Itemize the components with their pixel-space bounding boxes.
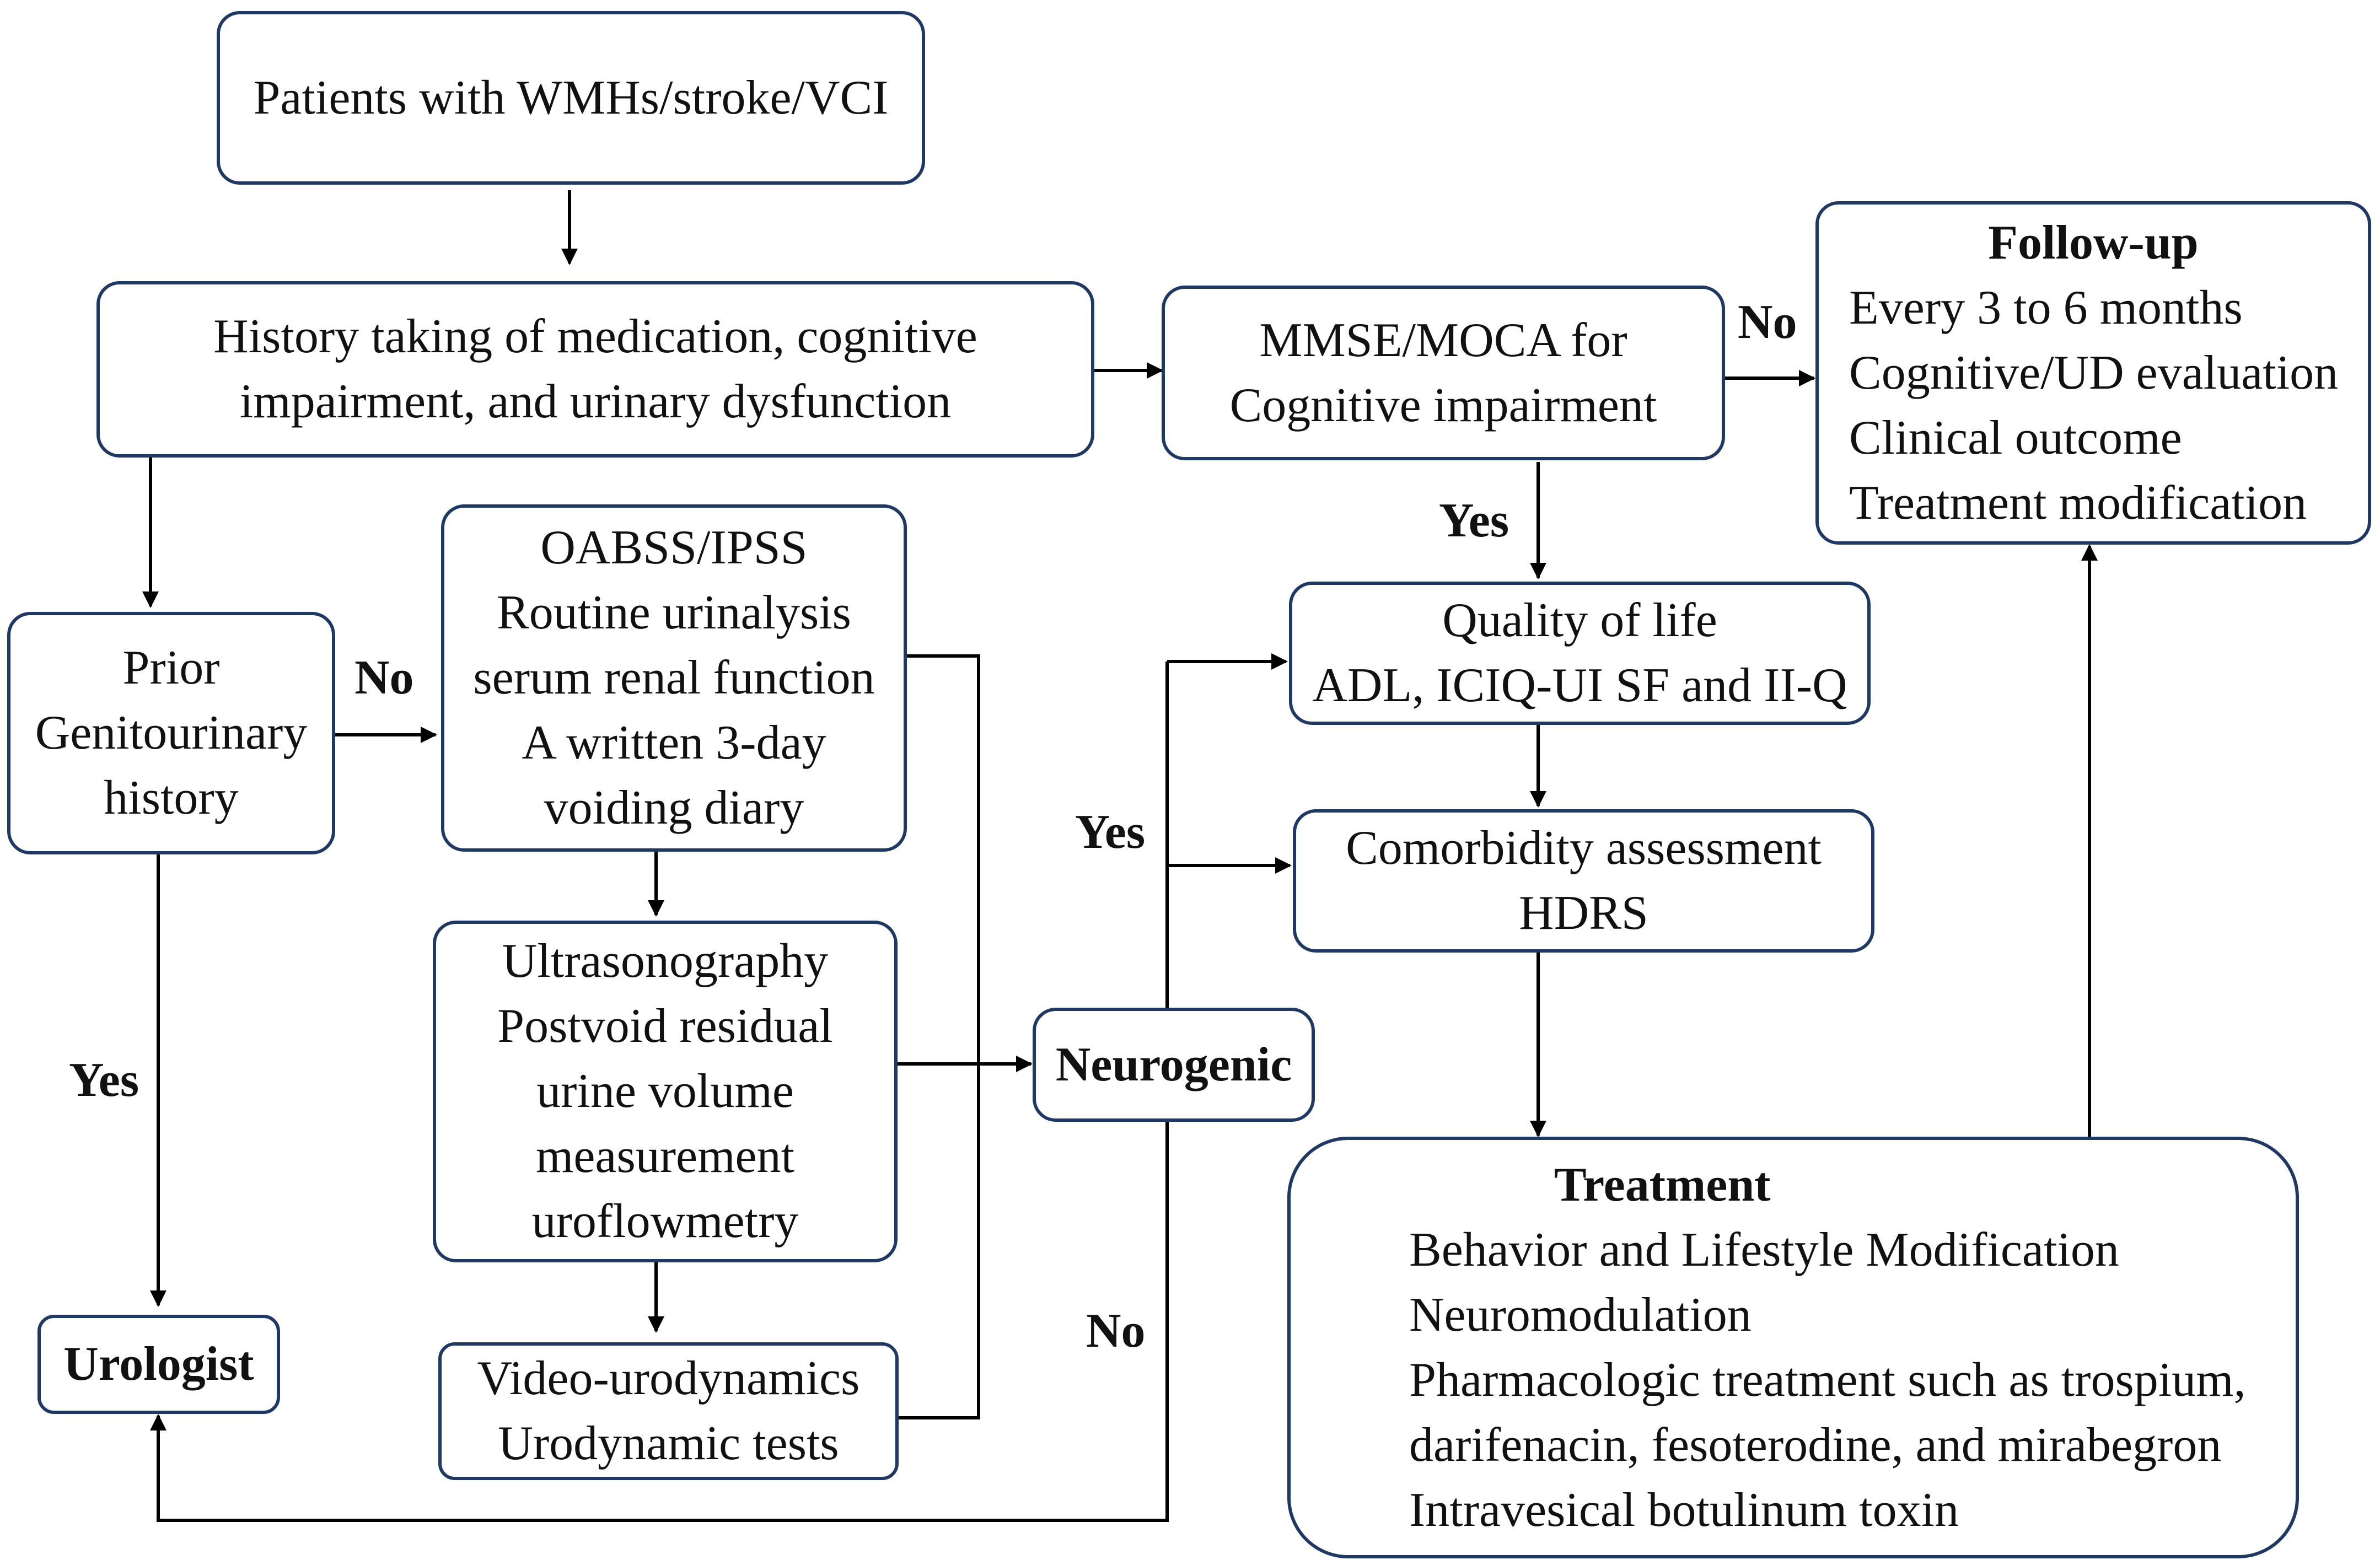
node-followup-line-3: Clinical outcome [1849, 411, 2182, 465]
node-video-line-1: Video-urodynamics [477, 1352, 860, 1405]
node-mmse-line-1: MMSE/MOCA for [1259, 313, 1627, 367]
node-treatment-line-5: Intravesical botulinum toxin [1409, 1483, 1959, 1537]
bracket-tests [899, 654, 980, 1419]
edge-label-prior-no: No [354, 651, 414, 704]
node-followup-heading: Follow-up [1988, 216, 2199, 270]
node-oabss-ipss: OABSS/IPSS Routine urinalysis serum rena… [441, 504, 907, 852]
node-neurogenic-label: Neurogenic [1055, 1037, 1292, 1091]
node-prior-genitourinary: Prior Genitourinary history [7, 612, 335, 854]
node-qol-line-1: Quality of life [1442, 594, 1717, 647]
node-video-urodynamics: Video-urodynamics Urodynamic tests [438, 1342, 899, 1480]
node-urologist-label: Urologist [63, 1337, 254, 1391]
node-oabss-line-3: serum renal function [473, 651, 875, 704]
node-treatment-line-4: darifenacin, fesoterodine, and mirabegro… [1409, 1418, 2222, 1472]
node-followup-line-2: Cognitive/UD evaluation [1849, 346, 2339, 400]
node-quality-of-life: Quality of life ADL, ICIQ-UI SF and II-Q [1289, 582, 1871, 725]
node-prior-line-1: Prior [122, 641, 220, 695]
node-treatment-line-2: Neuromodulation [1409, 1288, 1752, 1342]
node-patients: Patients with WMHs/stroke/VCI [217, 11, 925, 185]
node-oabss-line-5: voiding diary [544, 781, 804, 835]
node-ultrasound-line-4: measurement [535, 1130, 795, 1183]
node-followup-line-4: Treatment modification [1849, 476, 2307, 530]
node-follow-up: Follow-up Every 3 to 6 months Cognitive/… [1815, 201, 2371, 545]
node-treatment: Treatment Behavior and Lifestyle Modific… [1287, 1137, 2299, 1558]
node-comorbidity-line-1: Comorbidity assessment [1346, 821, 1822, 875]
node-ultrasonography: Ultrasonography Postvoid residual urine … [433, 921, 898, 1262]
node-treatment-line-3: Pharmacologic treatment such as trospium… [1409, 1353, 2246, 1407]
node-oabss-line-2: Routine urinalysis [497, 586, 851, 639]
edge-label-mmse-no: No [1738, 295, 1797, 349]
node-video-line-2: Urodynamic tests [498, 1417, 839, 1470]
node-qol-line-2: ADL, ICIQ-UI SF and II-Q [1312, 659, 1847, 712]
node-mmse-line-2: Cognitive impairment [1229, 378, 1657, 432]
node-oabss-line-1: OABSS/IPSS [540, 521, 808, 574]
node-history-line-2: impairment, and urinary dysfunction [239, 375, 952, 428]
node-treatment-heading: Treatment [1554, 1158, 1771, 1212]
node-urologist: Urologist [37, 1315, 280, 1414]
edge-label-prior-yes: Yes [69, 1053, 139, 1107]
node-neurogenic: Neurogenic [1033, 1008, 1315, 1122]
arrow-neurogenic-no-to-urologist [150, 1122, 1169, 1522]
node-oabss-line-4: A written 3-day [522, 716, 826, 770]
node-prior-line-2: Genitourinary [35, 706, 308, 760]
node-treatment-line-1: Behavior and Lifestyle Modification [1409, 1223, 2119, 1277]
edge-label-neurogenic-yes: Yes [1075, 805, 1146, 859]
node-comorbidity: Comorbidity assessment HDRS [1293, 809, 1874, 953]
node-history-line-1: History taking of medication, cognitive [213, 310, 977, 363]
node-mmse-moca: MMSE/MOCA for Cognitive impairment [1162, 286, 1725, 460]
node-comorbidity-line-2: HDRS [1519, 886, 1648, 940]
edge-label-mmse-yes: Yes [1439, 494, 1509, 547]
node-prior-line-3: history [104, 771, 239, 825]
node-patients-line-1: Patients with WMHs/stroke/VCI [253, 71, 889, 125]
node-ultrasound-line-1: Ultrasonography [502, 934, 829, 988]
node-history-taking: History taking of medication, cognitive … [96, 281, 1094, 458]
node-ultrasound-line-3: urine volume [536, 1064, 794, 1118]
node-followup-line-1: Every 3 to 6 months [1849, 281, 2243, 335]
node-ultrasound-line-2: Postvoid residual [497, 999, 833, 1053]
edge-label-neurogenic-no: No [1086, 1304, 1146, 1358]
node-ultrasound-line-5: uroflowmetry [531, 1195, 799, 1248]
